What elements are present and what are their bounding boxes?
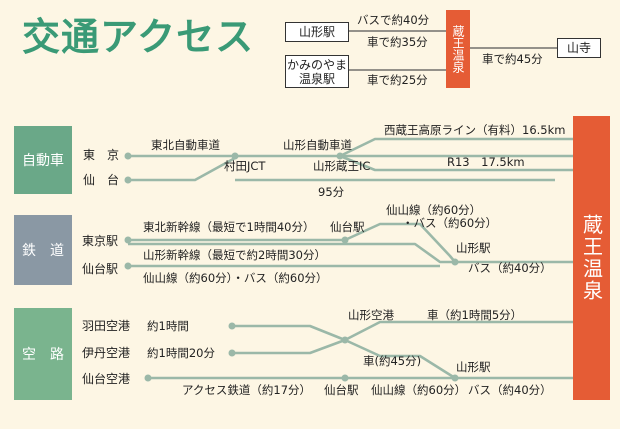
yamagata-station-label: 山形駅 xyxy=(298,25,335,39)
bus60-upper: ・バス（約60分） xyxy=(402,216,498,230)
car35-label: 車で約35分 xyxy=(367,35,428,49)
haneda-time: 約1時間 xyxy=(147,319,189,333)
category-car: 自動車 xyxy=(14,126,72,194)
itami-time: 約1時間20分 xyxy=(147,346,215,360)
air-senzan: 仙山線（約60分） xyxy=(371,383,467,397)
car-1h5: 車（約1時間5分） xyxy=(427,308,523,322)
access-railway: アクセス鉄道（約17分） xyxy=(182,383,312,397)
itami-airport: 伊丹空港 xyxy=(82,346,131,360)
tohoku-shinkansen: 東北新幹線（最短で1時間40分） xyxy=(143,220,315,234)
rail-sendai-eki: 仙台駅 xyxy=(330,220,365,234)
tohoku-expressway: 東北自動車道 xyxy=(151,138,220,152)
kaminoyama-station-box: かみのやま 温泉駅 xyxy=(285,55,349,88)
yamagata-station-box: 山形駅 xyxy=(285,22,349,42)
bus40-label: バスで約40分 xyxy=(357,13,430,27)
rail-tokyo-station: 東京駅 xyxy=(82,234,119,248)
sendai-airport: 仙台空港 xyxy=(82,372,131,386)
category-air: 空 路 xyxy=(14,308,72,400)
car45-label: 車で約45分 xyxy=(482,52,543,66)
zao-ic: 山形蔵王IC xyxy=(313,159,371,173)
air-bus40: バス（約40分） xyxy=(468,383,552,397)
car-sendai: 仙 台 xyxy=(83,173,120,187)
kaminoyama-station-label: かみのやま 温泉駅 xyxy=(286,57,347,86)
rail-sendai-station: 仙台駅 xyxy=(82,262,119,276)
yamadera-box: 山寺 xyxy=(557,38,601,58)
onsen-small-box: 蔵王温泉 xyxy=(446,10,470,88)
nishizao-line: 西蔵王高原ライン（有料）16.5km xyxy=(384,123,566,137)
category-rail: 鉄 道 xyxy=(14,215,72,285)
route13: R13 17.5km xyxy=(447,155,525,169)
page-title: 交通アクセス xyxy=(22,15,255,59)
car-45: 車(約45分) xyxy=(363,354,422,368)
yamagata-airport: 山形空港 xyxy=(348,308,394,322)
haneda-airport: 羽田空港 xyxy=(82,319,131,333)
senzan-bus-lower: 仙山線（約60分）・バス（約60分） xyxy=(143,271,328,285)
yamagata-expressway: 山形自動車道 xyxy=(283,138,352,152)
senzan-line-upper: 仙山線（約60分） xyxy=(386,203,482,217)
murata-jct: 村田JCT xyxy=(224,159,266,173)
car-tokyo: 東 京 xyxy=(83,148,120,162)
car25-label: 車で約25分 xyxy=(367,73,428,87)
onsen-main-box: 蔵王温泉 xyxy=(573,116,610,400)
air-sendai-eki: 仙台駅 xyxy=(324,383,359,397)
rail-bus40: バス（約40分） xyxy=(468,261,552,275)
rail-yamagata-eki: 山形駅 xyxy=(456,241,491,255)
sendai-car-time: 95分 xyxy=(318,185,345,199)
yamagata-shinkansen: 山形新幹線（最短で約2時間30分） xyxy=(143,248,326,262)
air-yamagata-eki: 山形駅 xyxy=(456,360,491,374)
yamadera-label: 山寺 xyxy=(566,41,591,55)
